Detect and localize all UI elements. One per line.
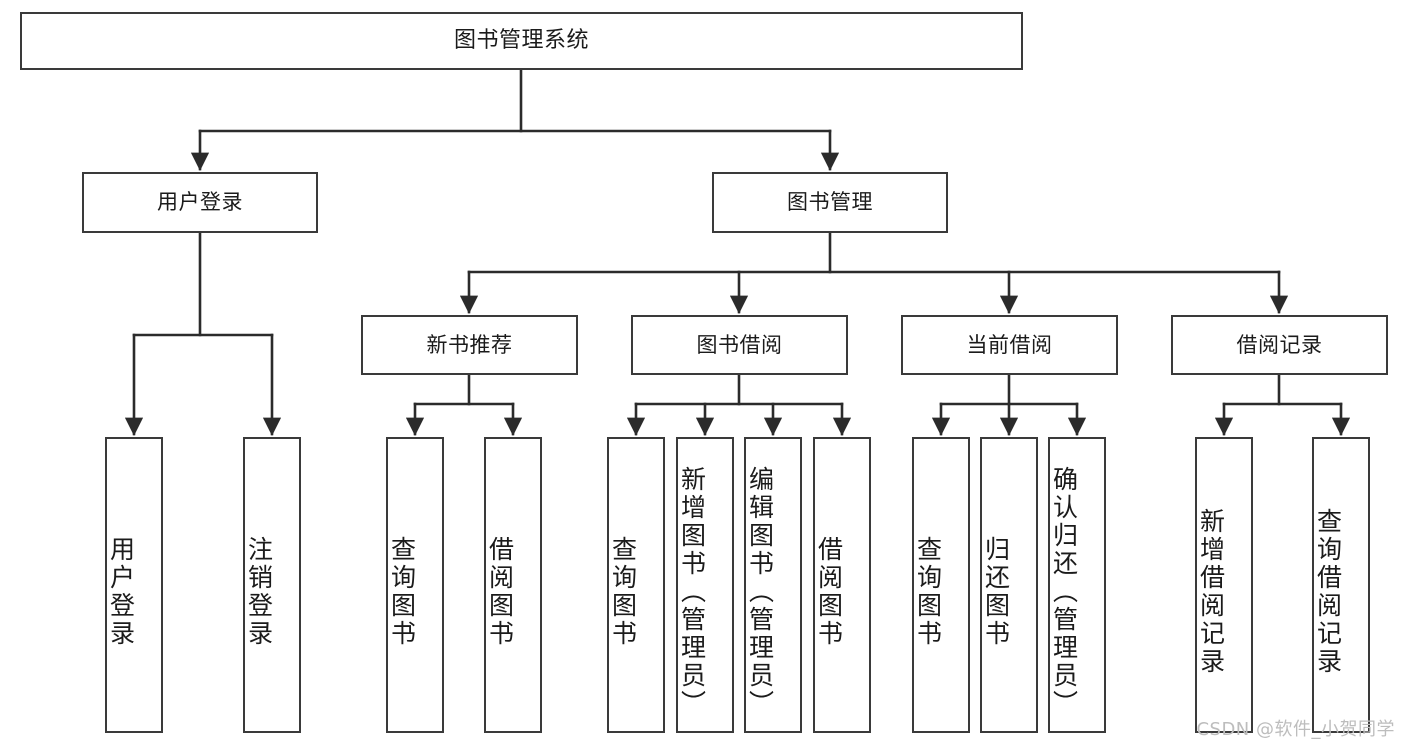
node-label: 新增借阅记录 — [1196, 508, 1226, 676]
node-label: 归还图书 — [981, 536, 1011, 648]
csdn-watermark: CSDN @软件_小贺同学 — [1196, 719, 1395, 740]
leaf-current-borrow-query-book[interactable]: 查询图书 — [912, 437, 970, 733]
node-label: 当前借阅 — [966, 332, 1053, 357]
node-label: 查询借阅记录 — [1313, 508, 1343, 676]
node-new-book-recommend[interactable]: 新书推荐 — [361, 315, 578, 375]
leaf-current-borrow-confirm-return-admin[interactable]: 确认归还（管理员） — [1048, 437, 1106, 733]
node-label: 新增图书（管理员） — [677, 466, 707, 718]
node-book-management[interactable]: 图书管理 — [712, 172, 948, 233]
node-label: 借阅图书 — [814, 536, 844, 648]
node-label: 新书推荐 — [426, 332, 513, 357]
node-root-book-management-system[interactable]: 图书管理系统 — [20, 12, 1023, 70]
node-label: 确认归还（管理员） — [1049, 466, 1079, 718]
node-label: 用户登录 — [157, 190, 243, 215]
node-label: 借阅记录 — [1236, 332, 1323, 357]
node-label: 查询图书 — [913, 536, 943, 648]
leaf-book-borrow-query-book[interactable]: 查询图书 — [607, 437, 665, 733]
node-current-borrow[interactable]: 当前借阅 — [901, 315, 1118, 375]
leaf-user-login-logout[interactable]: 注销登录 — [243, 437, 301, 733]
leaf-current-borrow-return-book[interactable]: 归还图书 — [980, 437, 1038, 733]
node-label: 图书管理系统 — [453, 28, 589, 54]
node-label: 查询图书 — [608, 536, 638, 648]
node-book-borrow[interactable]: 图书借阅 — [631, 315, 848, 375]
node-label: 用户登录 — [106, 536, 136, 648]
leaf-book-borrow-edit-book-admin[interactable]: 编辑图书（管理员） — [744, 437, 802, 733]
leaf-new-book-query-book[interactable]: 查询图书 — [386, 437, 444, 733]
node-borrow-record[interactable]: 借阅记录 — [1171, 315, 1388, 375]
leaf-book-borrow-borrow-book[interactable]: 借阅图书 — [813, 437, 871, 733]
leaf-new-book-borrow-book[interactable]: 借阅图书 — [484, 437, 542, 733]
leaf-user-login-do-login[interactable]: 用户登录 — [105, 437, 163, 733]
node-label: 图书管理 — [787, 190, 873, 215]
node-label: 编辑图书（管理员） — [745, 466, 775, 718]
leaf-borrow-record-add-record[interactable]: 新增借阅记录 — [1195, 437, 1253, 733]
node-label: 查询图书 — [387, 536, 417, 648]
leaf-borrow-record-query-record[interactable]: 查询借阅记录 — [1312, 437, 1370, 733]
leaf-book-borrow-add-book-admin[interactable]: 新增图书（管理员） — [676, 437, 734, 733]
node-label: 借阅图书 — [485, 536, 515, 648]
node-user-login[interactable]: 用户登录 — [82, 172, 318, 233]
node-label: 图书借阅 — [696, 332, 783, 357]
node-label: 注销登录 — [244, 536, 274, 648]
